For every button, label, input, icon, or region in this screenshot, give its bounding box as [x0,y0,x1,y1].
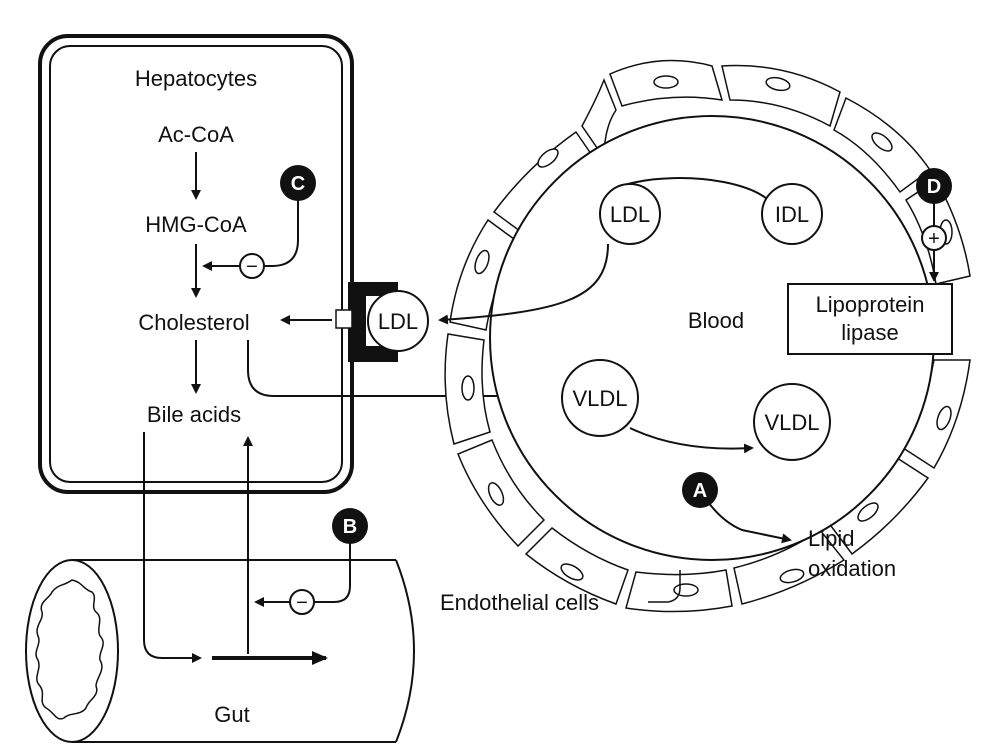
lipid-oxidation-label-1: Lipid [808,526,854,551]
lipoprotein-lipase-box [787,283,953,355]
endothelial-leader-line [648,570,681,603]
ldl-blood-label: LDL [610,202,650,227]
gut-cylinder [25,559,415,743]
badge-d-label: D [927,176,941,198]
ldl-receptor-label: LDL [378,309,418,334]
acetyl-coa-label: Ac-CoA [158,122,234,147]
lipoprotein-lipase-label-2: lipase [841,320,898,345]
hepatocytes-label: Hepatocytes [135,66,257,91]
badge-c [280,165,316,201]
idl-particle [761,183,823,245]
badge-b [332,508,368,544]
b-inhibit-sign: − [296,592,308,614]
badge-d [916,168,952,204]
badge-b-label: B [343,516,357,538]
ldl-to-receptor-arrow [438,243,609,325]
blood-label: Blood [688,308,744,333]
b-inhibition-path [314,542,351,603]
idl-label: IDL [775,202,809,227]
lipoprotein-lipase-label-1: Lipoprotein [816,292,925,317]
lipid-oxidation-label-2: oxidation [808,556,896,581]
vldl-secretion-arrow [247,340,552,401]
c-inhibit-sign: − [246,256,258,278]
vldl-conversion-arrow [629,427,754,454]
c-inhibition-path [264,200,299,267]
ldl-receptor [335,282,398,362]
bile-to-gut-arrow [143,432,202,663]
gut-label: Gut [214,702,249,727]
badge-a [682,472,718,508]
vldl-right-particle [753,383,831,461]
badge-a-label: A [693,480,707,502]
endothelial-nuclei [461,75,953,597]
badge-c-label: C [291,173,305,195]
bile-acids-label: Bile acids [147,402,241,427]
ldl-blood-particle [599,183,661,245]
endothelial-cells-label: Endothelial cells [440,590,599,615]
vldl-right-label: VLDL [764,410,819,435]
hmg-coa-label: HMG-CoA [145,212,247,237]
vldl-left-label: VLDL [572,386,627,411]
d-activate-sign: + [928,228,940,250]
hepatocyte-cell [38,34,354,494]
ldl-receptor-particle [367,290,429,352]
vldl-left-particle [561,359,639,437]
cholesterol-label: Cholesterol [138,310,249,335]
